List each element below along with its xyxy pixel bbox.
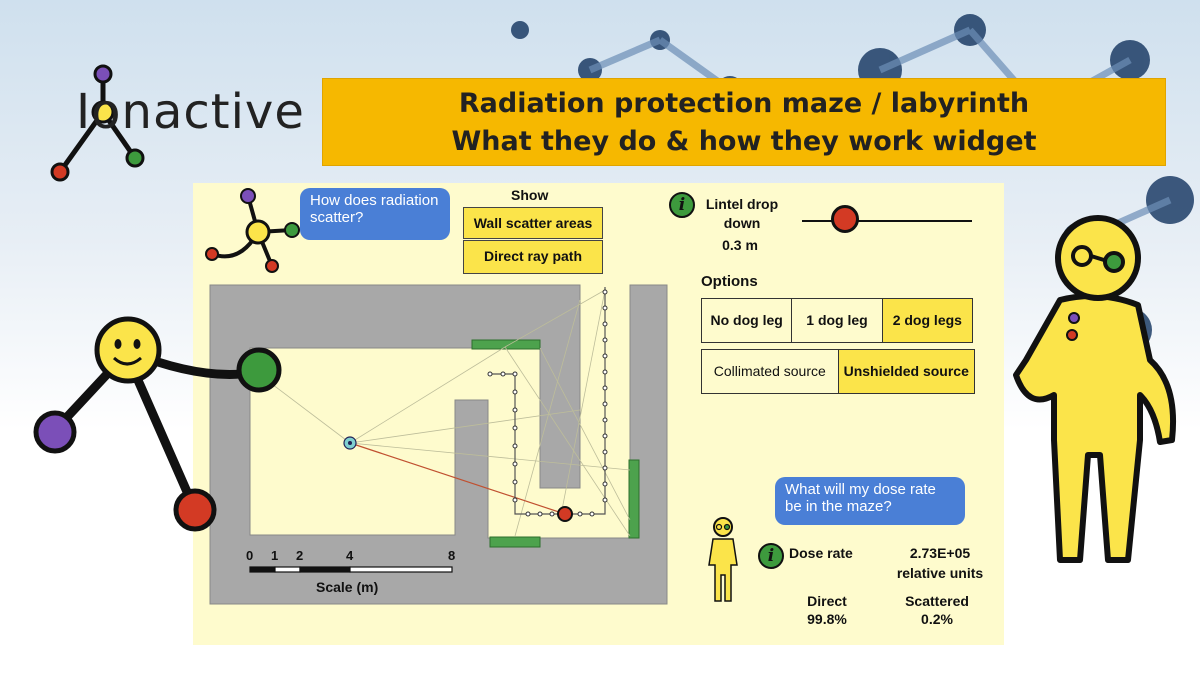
info-icon[interactable]: i bbox=[669, 192, 695, 218]
scale-tick-1: 1 bbox=[271, 548, 279, 563]
title-banner: Radiation protection maze / labyrinth Wh… bbox=[322, 78, 1166, 166]
small-mascot-figure bbox=[205, 188, 300, 273]
show-label: Show bbox=[511, 187, 549, 203]
wall-scatter-areas bbox=[471, 339, 640, 548]
option-2-dog-legs[interactable]: 2 dog legs bbox=[882, 299, 972, 342]
direct-label: Direct bbox=[807, 593, 847, 609]
mascot-figure bbox=[33, 316, 282, 532]
source-options: Collimated source Unshielded source bbox=[701, 349, 975, 394]
direct-share: Direct 99.8% bbox=[790, 592, 864, 628]
title-line-2: What they do & how they work widget bbox=[451, 126, 1037, 157]
ionactive-logo bbox=[50, 64, 145, 182]
dose-rate-units: relative units bbox=[896, 565, 984, 581]
option-no-dog-leg[interactable]: No dog leg bbox=[702, 299, 793, 342]
option-collimated-source[interactable]: Collimated source bbox=[702, 350, 839, 393]
dose-question-bubble: What will my dose rate be in the maze? bbox=[775, 477, 965, 525]
lintel-slider-track[interactable] bbox=[802, 220, 972, 222]
scattered-label: Scattered bbox=[905, 593, 969, 609]
scattered-value: 0.2% bbox=[921, 611, 953, 627]
mascot-figure bbox=[1013, 215, 1177, 563]
wall-scatter-button[interactable]: Wall scatter areas bbox=[463, 207, 603, 239]
maze-walls bbox=[209, 284, 668, 605]
scale-tick-2: 2 bbox=[296, 548, 304, 563]
scale-tick-8: 8 bbox=[448, 548, 456, 563]
detector-icon[interactable] bbox=[557, 506, 573, 522]
title-line-1: Radiation protection maze / labyrinth bbox=[458, 88, 1030, 119]
lintel-label: Lintel drop down bbox=[705, 196, 779, 231]
option-unshielded-source[interactable]: Unshielded source bbox=[838, 350, 974, 393]
option-1-dog-leg[interactable]: 1 dog leg bbox=[792, 299, 883, 342]
direct-value: 99.8% bbox=[807, 611, 847, 627]
scale-tick-4: 4 bbox=[346, 548, 354, 563]
scattered-share: Scattered 0.2% bbox=[890, 592, 984, 628]
scatter-rays bbox=[259, 289, 631, 537]
options-label: Options bbox=[701, 273, 758, 290]
scatter-question-bubble: How does radiation scatter? bbox=[300, 188, 450, 240]
direct-ray-button[interactable]: Direct ray path bbox=[463, 240, 603, 274]
scale-tick-0: 0 bbox=[246, 548, 254, 563]
detector-path-points bbox=[487, 289, 608, 517]
logo-text: Ionactive bbox=[76, 84, 305, 140]
dog-leg-options: No dog leg 1 dog leg 2 dog legs bbox=[701, 298, 973, 343]
dose-mascot-figure bbox=[708, 517, 738, 602]
scale-bar bbox=[249, 566, 453, 573]
lintel-slider-thumb[interactable] bbox=[830, 205, 859, 233]
info-icon[interactable]: i bbox=[758, 543, 784, 569]
dose-rate-value: 2.73E+05 bbox=[909, 545, 971, 561]
direct-ray-path bbox=[349, 442, 566, 515]
scale-label: Scale (m) bbox=[316, 579, 379, 595]
lintel-value: 0.3 m bbox=[722, 237, 758, 253]
dose-rate-label: Dose rate bbox=[789, 545, 853, 561]
radiation-source-icon[interactable] bbox=[343, 436, 357, 450]
